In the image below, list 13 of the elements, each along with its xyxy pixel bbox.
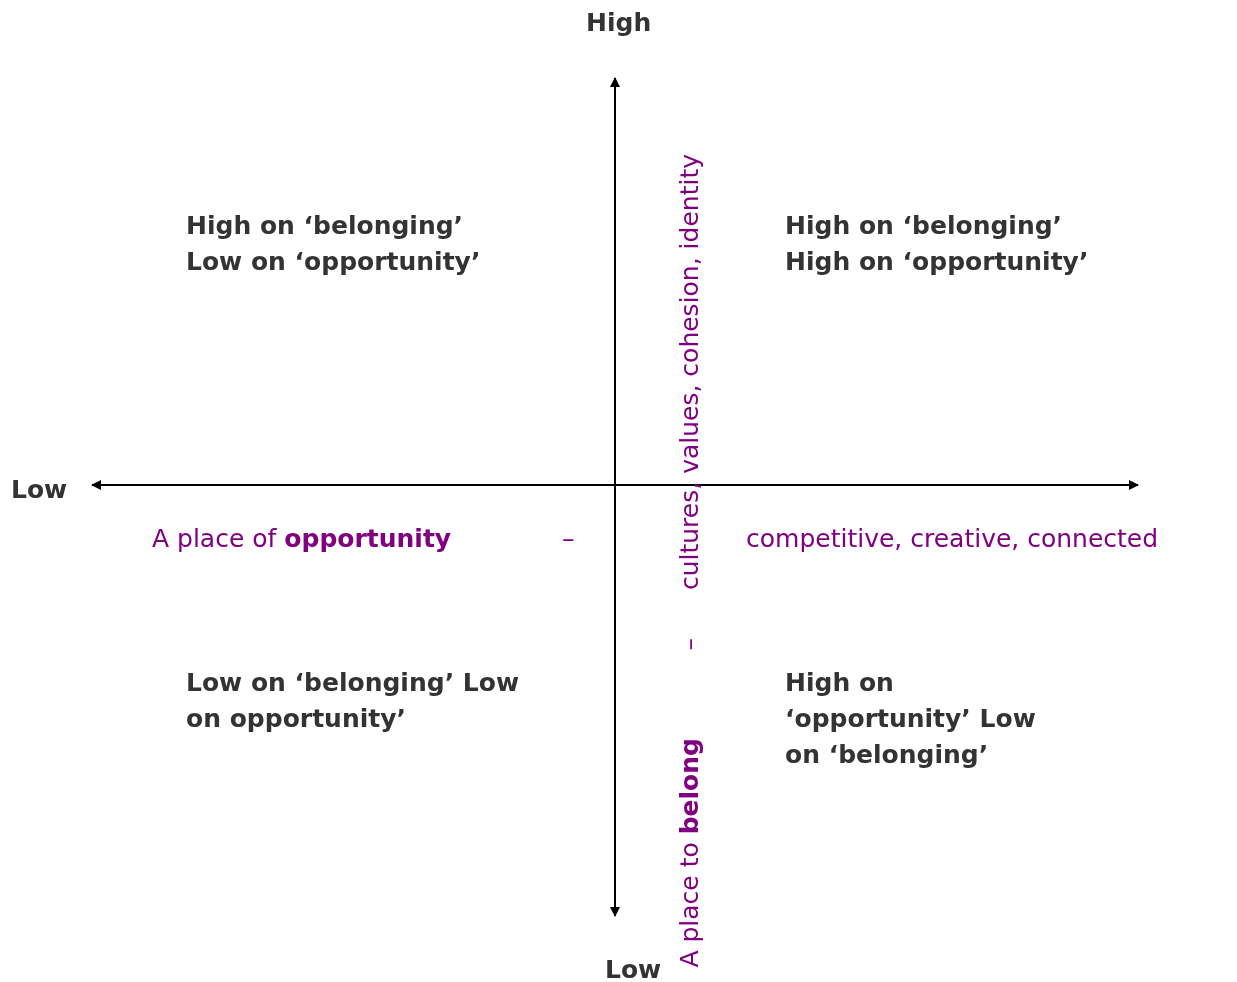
axis-title: A place of opportunity [152, 523, 452, 555]
quadrant-label: High on ‘opportunity’ Low on ‘belonging’ [785, 667, 1037, 771]
axis-end-label: Low [11, 474, 68, 506]
axis-title: cultures, values, cohesion, identity [674, 153, 705, 590]
quadrant-label: Low on ‘belonging’ Low on opportunity’ [186, 667, 521, 735]
axis-title: A place to belong [674, 738, 705, 968]
dash-separator: – [562, 523, 575, 555]
axis-end-label: High [586, 7, 652, 39]
dash-separator: – [674, 637, 705, 650]
axis-end-label: Low [605, 954, 662, 982]
quadrant-label: High on ‘belonging’ High on ‘opportunity’ [785, 210, 1090, 278]
quadrant-label: High on ‘belonging’ Low on ‘opportunity’ [186, 210, 482, 278]
axis-title: competitive, creative, connected [746, 523, 1159, 555]
